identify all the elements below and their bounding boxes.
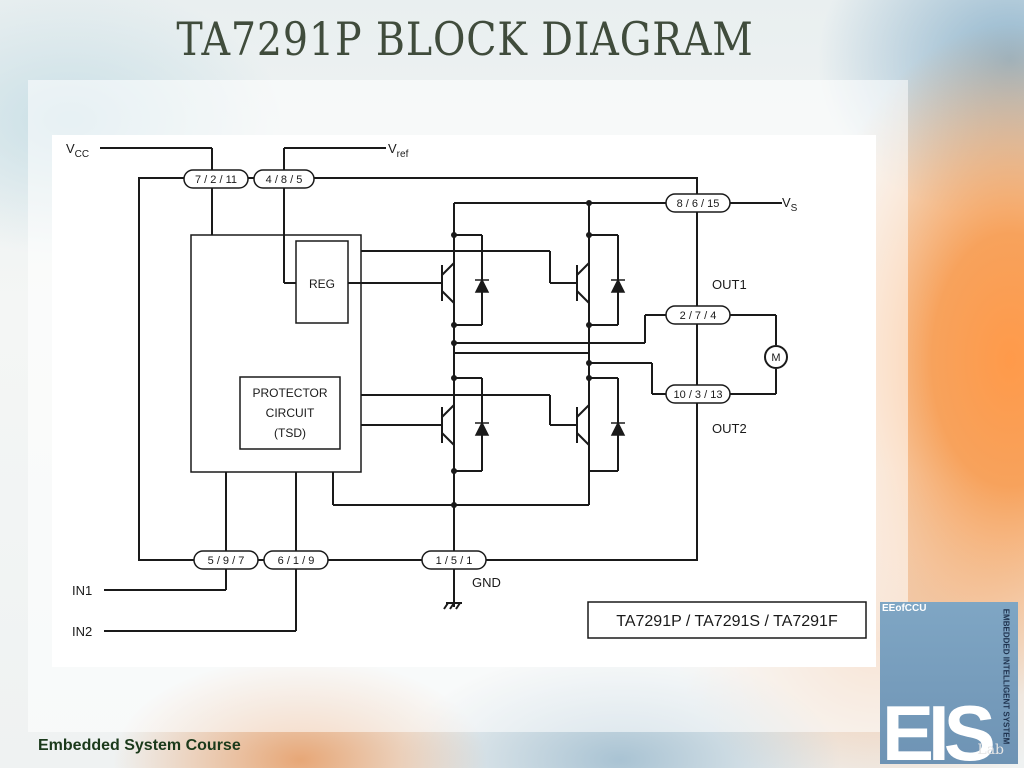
pin-out2	[665, 384, 731, 404]
eis-lab-logo: EEofCCU EMBEDDED INTELLIGENT SYSTEM EIS …	[880, 602, 1018, 764]
logo-top-text: EEofCCU	[882, 603, 927, 614]
in1-label: IN1	[72, 583, 92, 598]
logo-sub-text: Lab	[977, 742, 1004, 758]
control-block	[190, 234, 362, 473]
motor-label: M	[771, 352, 780, 364]
block-diagram: VCC Vref VS OUT1 OUT2 IN1 IN2 GND REG PR…	[52, 135, 876, 667]
pin-vcc-label: 7 / 2 / 11	[195, 174, 237, 186]
pin-vcc	[183, 169, 249, 189]
chip-outline	[138, 177, 698, 561]
pin-out1-label: 2 / 7 / 4	[680, 310, 717, 322]
reg-label: REG	[309, 277, 335, 291]
vcc-label: VCC	[66, 141, 89, 160]
protector-block	[239, 376, 341, 450]
protector-label-2: CIRCUIT	[266, 406, 315, 420]
footer-course-name: Embedded System Course	[38, 737, 241, 754]
pin-vref-label: 4 / 8 / 5	[266, 174, 303, 186]
protector-label-1: PROTECTOR	[252, 386, 327, 400]
out1-label: OUT1	[712, 277, 747, 292]
protector-label-3: (TSD)	[274, 426, 306, 440]
pin-gnd-label: 1 / 5 / 1	[436, 555, 473, 567]
pin-in1-label: 5 / 9 / 7	[208, 555, 245, 567]
pin-vref	[253, 169, 315, 189]
logo-main-text: EIS	[882, 689, 996, 764]
pin-in2-label: 6 / 1 / 9	[278, 555, 315, 567]
pin-gnd	[421, 550, 487, 570]
part-numbers-label: TA7291P / TA7291S / TA7291F	[616, 613, 838, 630]
pin-out1	[665, 305, 731, 325]
block-diagram-svg: VCC Vref VS OUT1 OUT2 IN1 IN2 GND REG PR…	[66, 141, 867, 639]
gnd-label: GND	[472, 575, 501, 590]
pin-out2-label: 10 / 3 / 13	[674, 389, 723, 401]
logo-side-text: EMBEDDED INTELLIGENT SYSTEM	[1001, 608, 1011, 745]
vs-label: VS	[782, 195, 798, 214]
out2-label: OUT2	[712, 421, 747, 436]
pin-in1	[193, 550, 259, 570]
pin-vs	[665, 193, 731, 213]
pin-in2	[263, 550, 329, 570]
pin-vs-label: 8 / 6 / 15	[677, 198, 720, 210]
part-number-box	[587, 601, 867, 639]
slide-title: TA7291P BLOCK DIAGRAM	[176, 12, 754, 66]
in2-label: IN2	[72, 624, 92, 639]
vref-label: Vref	[388, 141, 409, 160]
